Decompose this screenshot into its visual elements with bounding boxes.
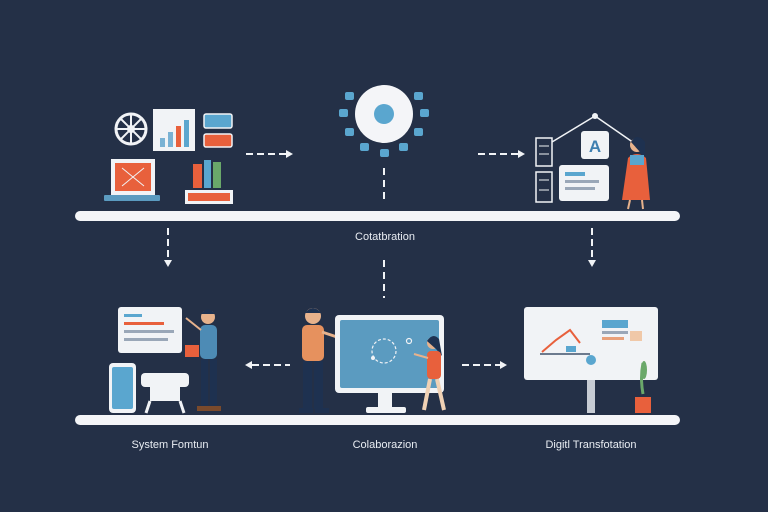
- info-card: [118, 307, 182, 353]
- arrow-down-right: [588, 228, 596, 267]
- easel-chart-icon: [524, 307, 658, 413]
- books-stack: [185, 160, 233, 204]
- person-presenter-center: [299, 308, 347, 413]
- label-bottom-left: System Fomtun: [131, 439, 209, 451]
- report-card: [559, 165, 609, 201]
- arrow-top-right: [478, 150, 525, 158]
- aperture-icon: [114, 112, 148, 146]
- laptop-icon: [104, 159, 160, 201]
- label-bottom-right: Digitl Transfotation: [545, 439, 637, 451]
- network-lines: [551, 113, 635, 144]
- stacked-cards: [203, 113, 233, 148]
- presentation-board-icon: A: [581, 131, 609, 159]
- gear-icon: [339, 85, 429, 157]
- person-presenter-right: [622, 137, 650, 210]
- arrow-bottom-left: [245, 361, 290, 369]
- arrow-down-left: [164, 228, 172, 267]
- bottom-rail: [75, 415, 680, 425]
- desk: [141, 373, 189, 414]
- label-top-center: Cotatbration: [355, 231, 415, 243]
- arrow-top-left: [246, 150, 293, 158]
- board-letter: A: [589, 137, 601, 156]
- document-icon: [535, 137, 553, 203]
- arrow-bottom-right: [462, 361, 507, 369]
- person-holding-folder: [185, 309, 221, 411]
- monitor-icon: [335, 315, 444, 413]
- top-rail: [75, 211, 680, 221]
- smartphone-icon: [109, 363, 136, 413]
- label-bottom-center: Colaborazion: [352, 439, 418, 451]
- plant-icon: [635, 361, 651, 413]
- bar-chart-icon: [153, 109, 195, 151]
- person-pointing: [413, 335, 446, 411]
